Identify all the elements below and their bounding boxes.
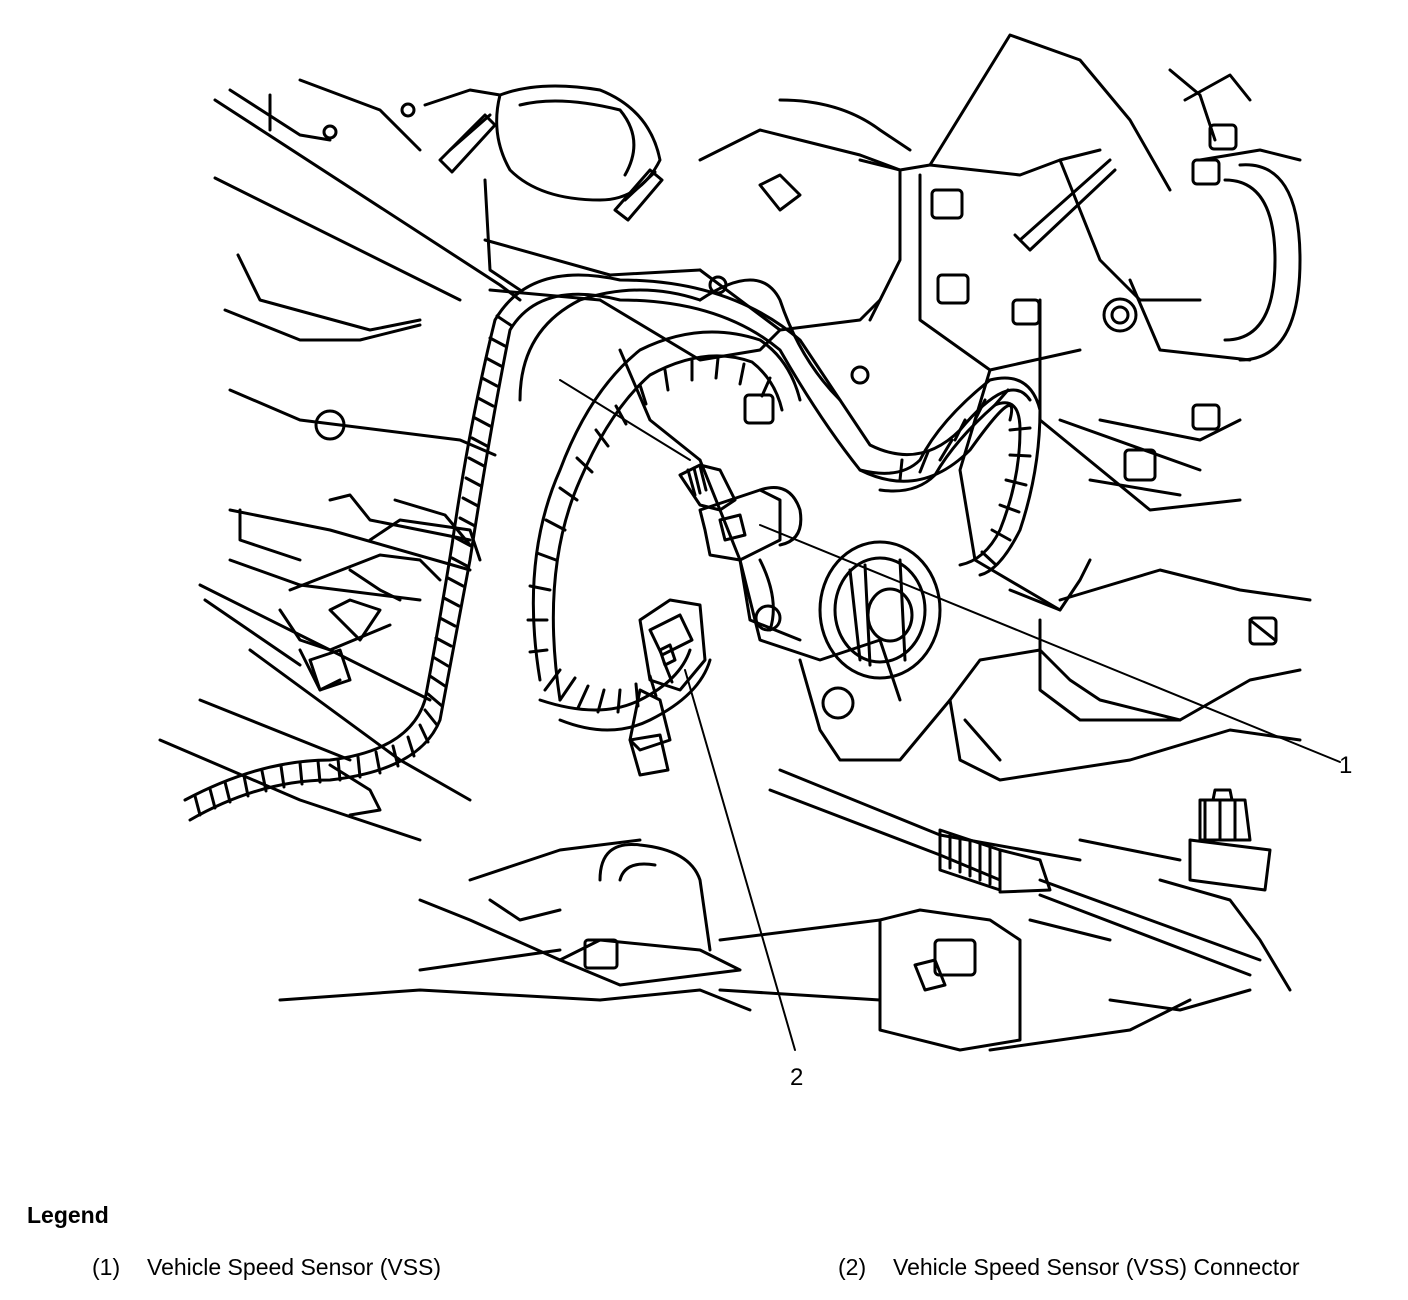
studs xyxy=(438,113,1117,252)
wiring-harness xyxy=(183,273,1042,822)
lower-assembly xyxy=(278,768,1272,1052)
legend-item-label: Vehicle Speed Sensor (VSS) Connector xyxy=(893,1254,1300,1280)
legend-title: Legend xyxy=(27,1202,109,1228)
vss-connector xyxy=(628,598,707,777)
callout-label-2: 2 xyxy=(790,1064,804,1091)
legend-item-vss-connector: (2) Vehicle Speed Sensor (VSS) Connector xyxy=(838,1252,1300,1282)
vehicle-speed-sensor xyxy=(678,463,803,562)
legend-item-label: Vehicle Speed Sensor (VSS) xyxy=(147,1254,442,1280)
transmission-housing xyxy=(598,298,952,762)
engine-block xyxy=(213,33,1312,992)
legend-item-number: (2) xyxy=(838,1254,867,1280)
legend-item-number: (1) xyxy=(92,1254,121,1280)
left-assembly xyxy=(158,493,482,842)
engine-line-drawing xyxy=(158,33,1341,1052)
callout-label-1: 1 xyxy=(1339,752,1353,779)
legend-item-vss: (1) Vehicle Speed Sensor (VSS) xyxy=(92,1252,441,1282)
leader-lines xyxy=(559,379,1341,1051)
